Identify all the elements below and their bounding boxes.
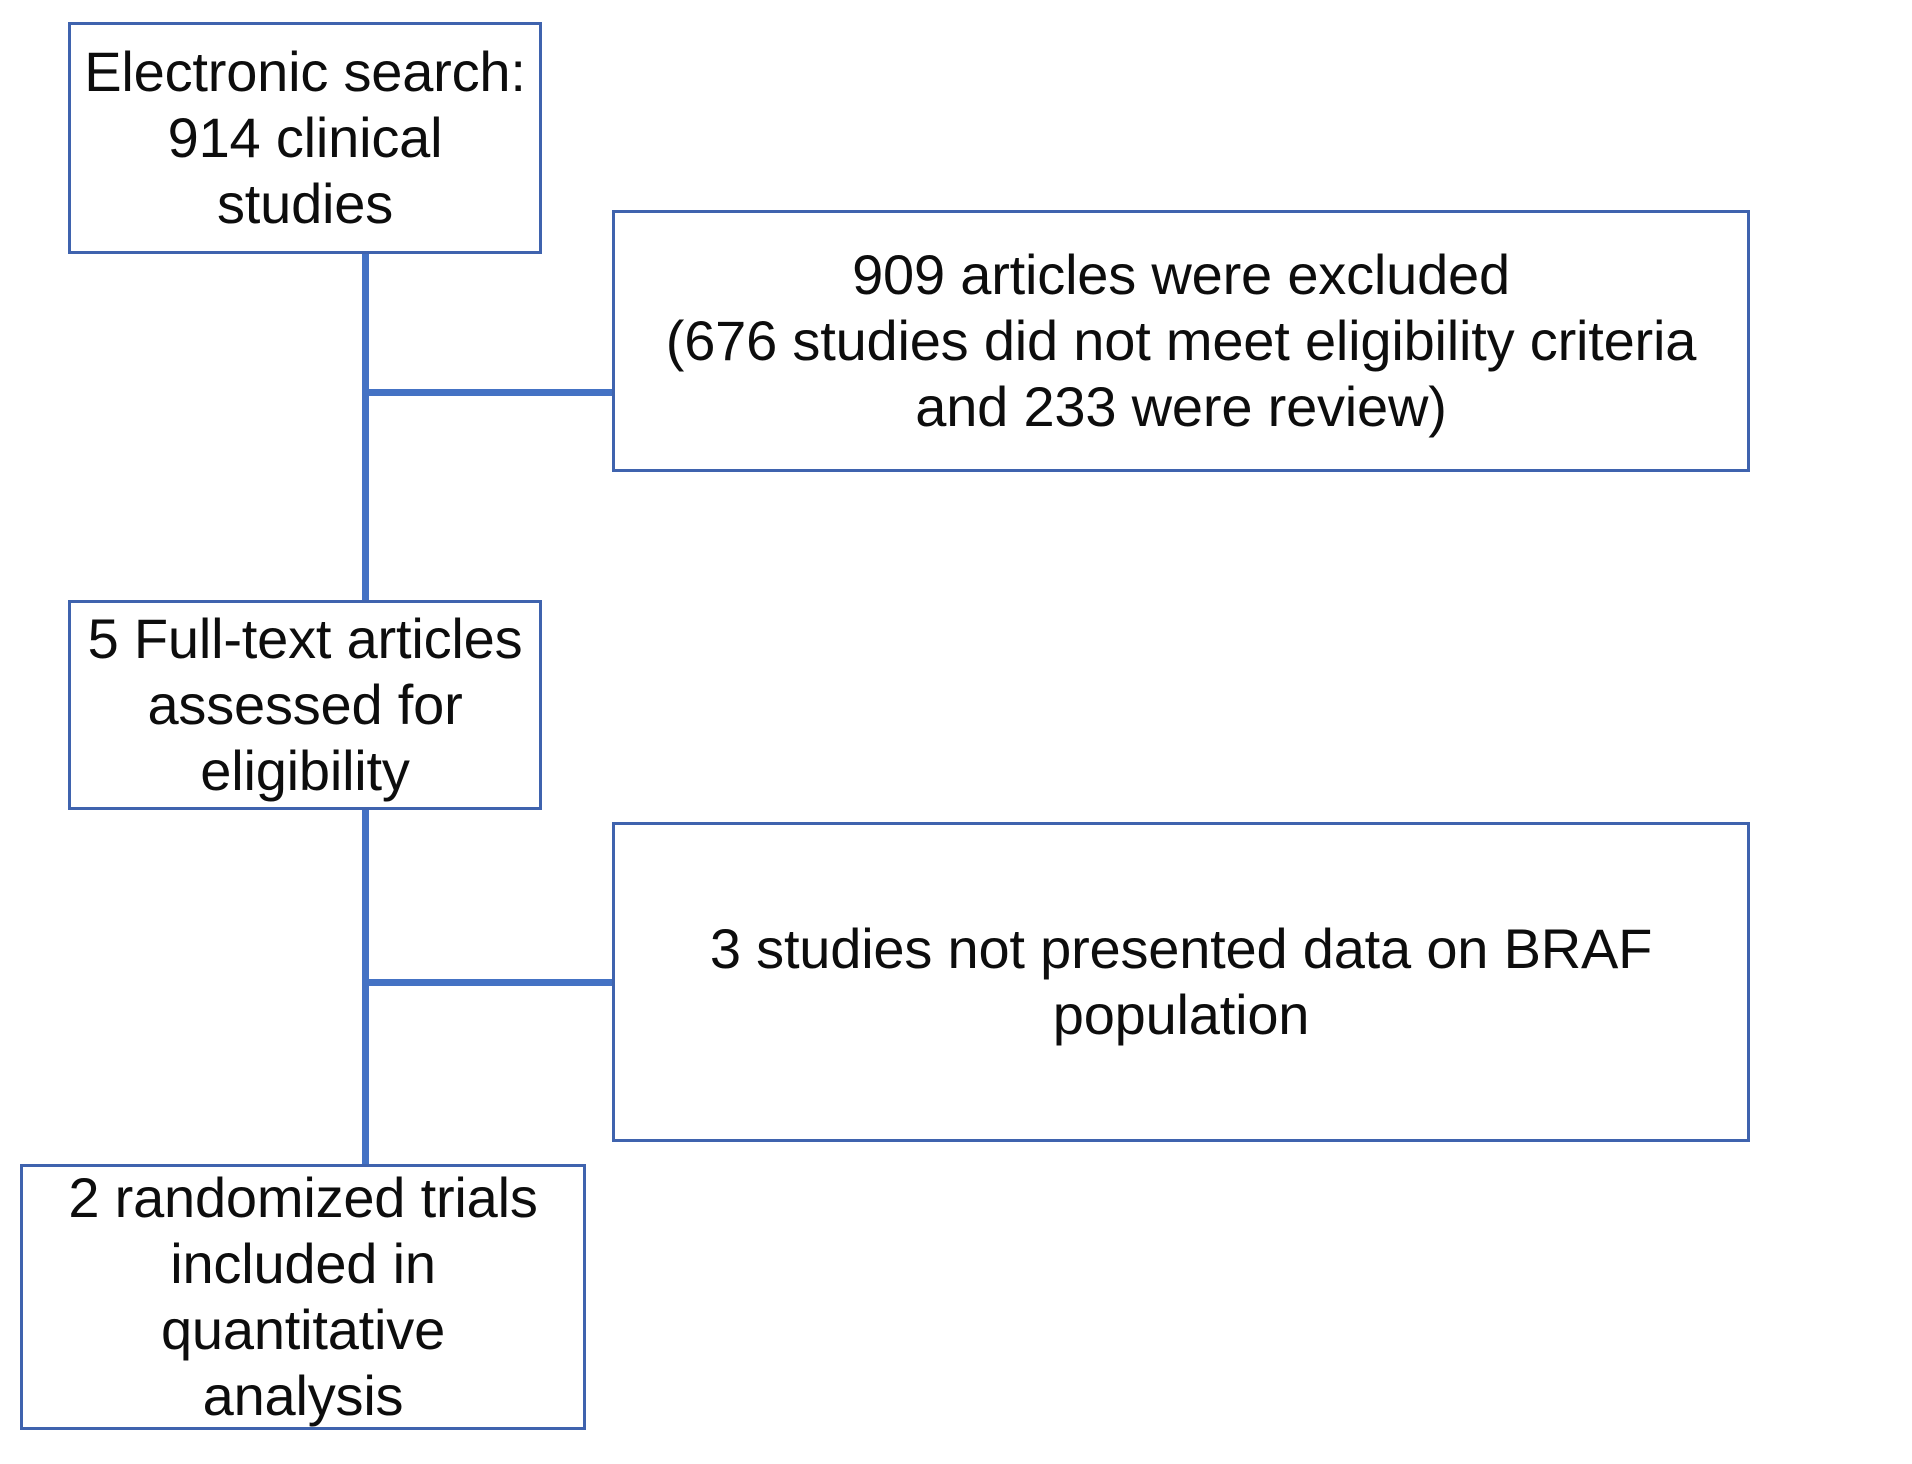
- connector-search-to-fulltext: [362, 252, 369, 604]
- flow-node-no-braf-data: 3 studies not presented data on BRAF pop…: [612, 822, 1750, 1142]
- connector-fulltext-to-included: [362, 806, 369, 1168]
- flow-node-label: 5 Full-text articles assessed for eligib…: [87, 606, 523, 803]
- flow-node-label: 3 studies not presented data on BRAF pop…: [709, 916, 1653, 1046]
- connector-search-to-excluded: [362, 389, 616, 396]
- flow-node-label: Electronic search: 914 clinical studies: [84, 39, 526, 236]
- flow-node-label: 2 randomized trials included in quantita…: [68, 1165, 538, 1428]
- flow-node-label: 909 articles were excluded (676 studies …: [665, 242, 1697, 439]
- flow-node-electronic-search: Electronic search: 914 clinical studies: [68, 22, 542, 254]
- flow-node-full-text-assessed: 5 Full-text articles assessed for eligib…: [68, 600, 542, 810]
- flow-node-trials-included: 2 randomized trials included in quantita…: [20, 1164, 586, 1430]
- connector-fulltext-to-nobraf: [362, 979, 616, 986]
- flow-node-articles-excluded: 909 articles were excluded (676 studies …: [612, 210, 1750, 472]
